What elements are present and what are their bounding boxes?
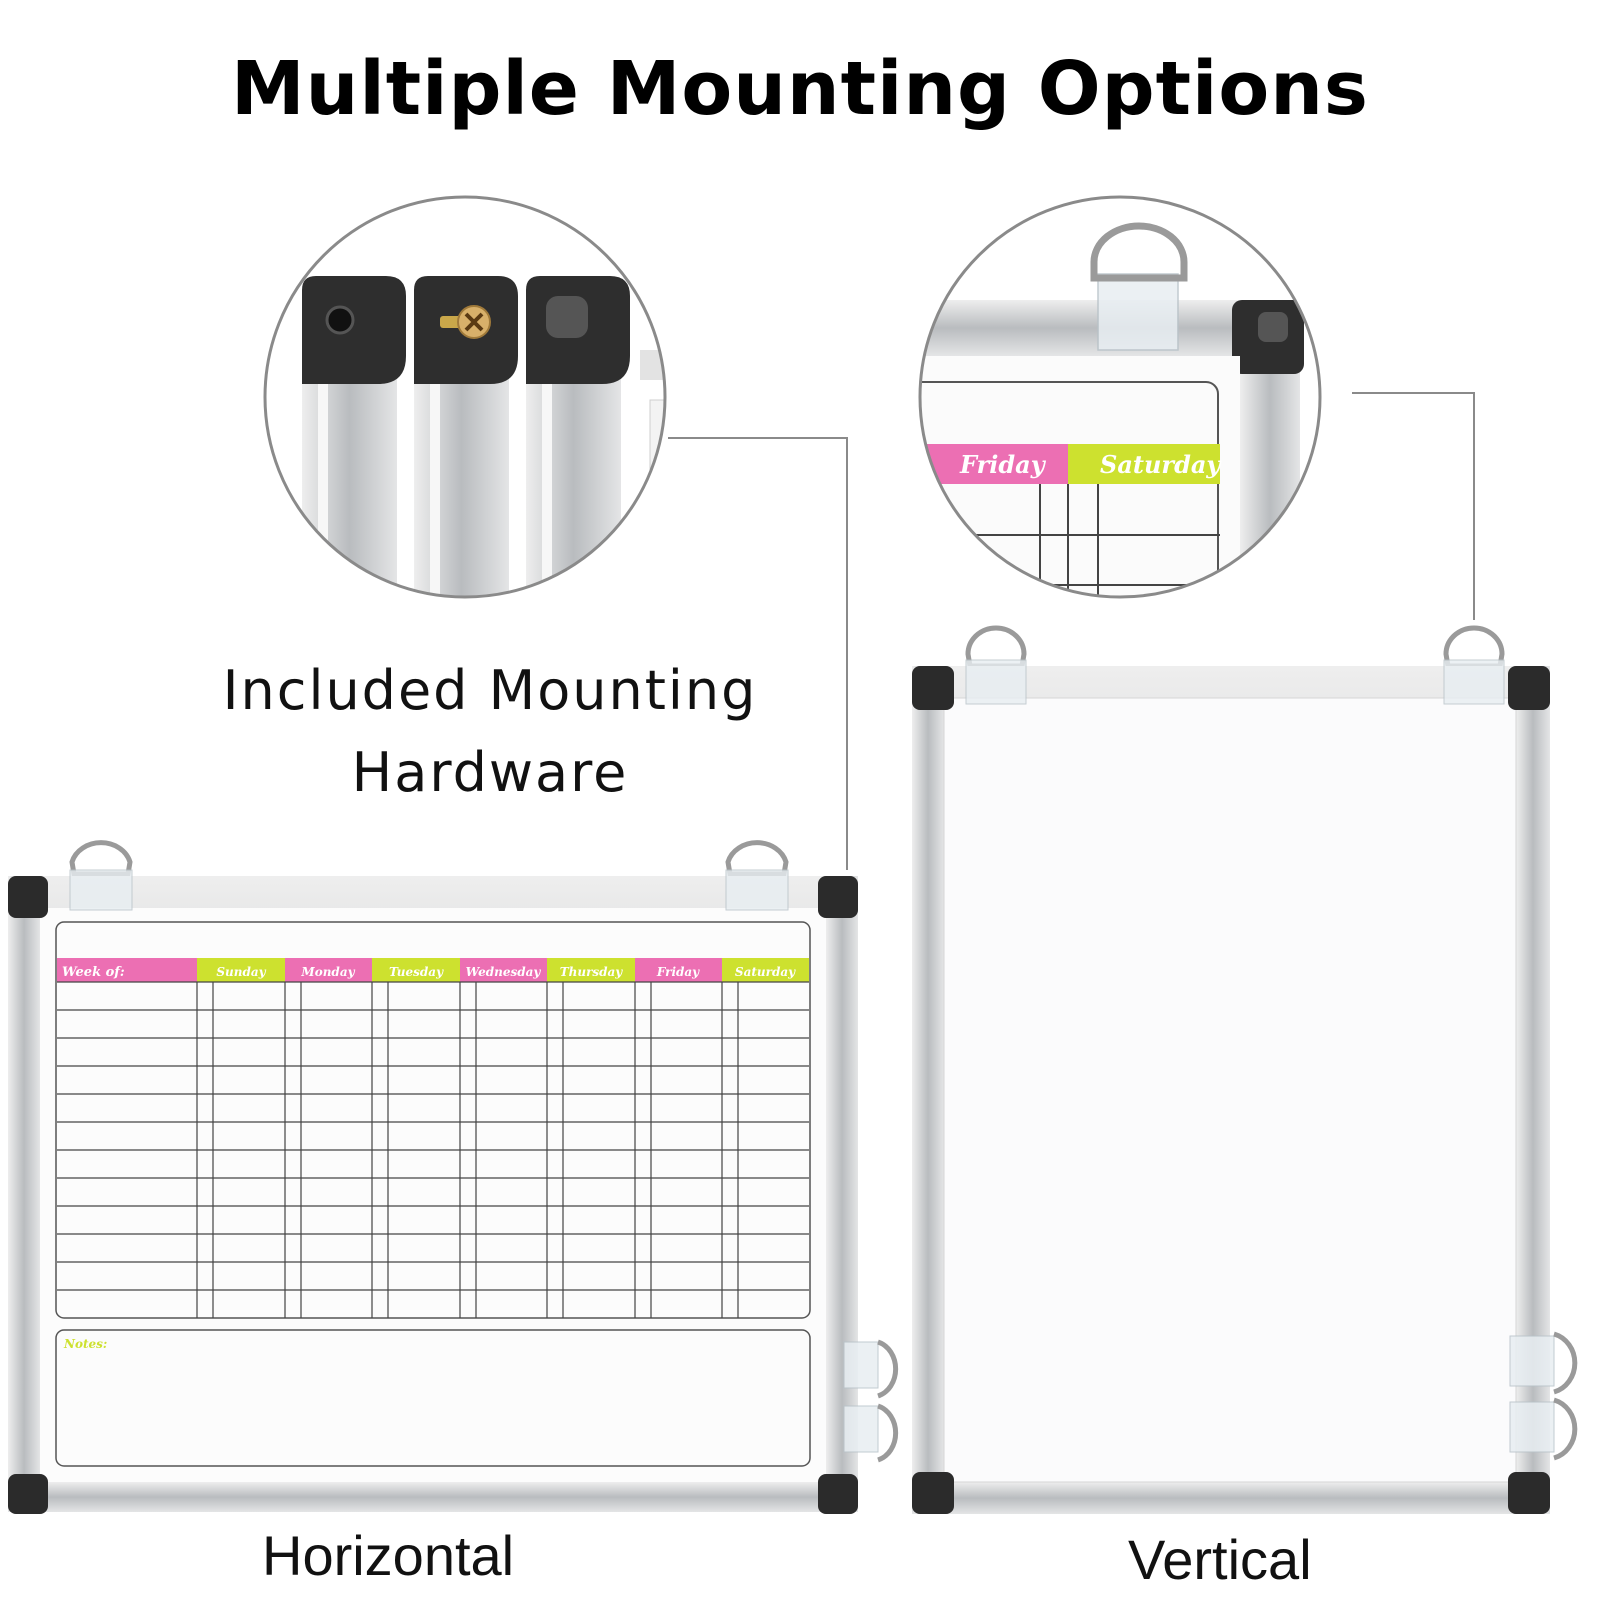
hanging-ring-icon: [877, 1339, 899, 1399]
planner-header-tuesday: Tuesday: [389, 965, 444, 979]
hanging-ring-icon: [1553, 1331, 1578, 1395]
corner-cap-icon: [1508, 666, 1550, 710]
corner-cap-icon: [818, 876, 858, 918]
callout-line-hardware: [668, 437, 848, 870]
zoom-circle-vertical: Friday Saturday: [918, 195, 1322, 599]
planner-header-thursday: Thursday: [560, 965, 624, 979]
corner-cap-icon: [818, 1474, 858, 1514]
zoom-header-saturday: Saturday: [1100, 450, 1222, 479]
corner-cap-icon: [546, 296, 588, 338]
corner-cap-icon: [912, 1472, 954, 1514]
screw-icon: [440, 305, 491, 339]
frame-corner-2: [414, 276, 518, 597]
planner-header-wednesday: Wednesday: [466, 965, 542, 979]
hanging-ring-icon: [1443, 625, 1505, 669]
caption-vertical: Vertical: [1128, 1528, 1312, 1591]
corner-cap-icon: [8, 1474, 48, 1514]
hanging-ring-icon: [965, 625, 1027, 669]
frame-corner-3: [526, 276, 630, 597]
planner-header-sunday: Sunday: [216, 965, 266, 979]
corner-cap-icon: [912, 666, 954, 710]
corner-cap-icon: [1508, 1472, 1550, 1514]
planner-week-label: Week of:: [62, 965, 125, 980]
callout-line-vertical: [1352, 392, 1475, 620]
horizontal-whiteboard: Week of: Sunday Monday Tuesday Wednesday…: [8, 840, 899, 1514]
planner-notes-label: Notes:: [63, 1337, 107, 1351]
hanging-ring-icon: [725, 840, 789, 877]
caption-horizontal: Horizontal: [262, 1524, 515, 1587]
hanging-ring-icon: [877, 1403, 899, 1463]
planner-header-friday: Friday: [656, 965, 700, 979]
planner-header-monday: Monday: [300, 965, 355, 979]
page-title: Multiple Mounting Options: [231, 46, 1369, 132]
frame-corner-1: [302, 276, 406, 597]
hanging-ring-icon: [69, 840, 133, 877]
hanging-ring-icon: [1090, 222, 1188, 282]
weekly-planner: Week of: Sunday Monday Tuesday Wednesday…: [55, 921, 811, 1467]
zoom-circle-hardware: [263, 195, 667, 599]
caption-included-hardware: Included Mounting Hardware: [222, 659, 758, 804]
corner-cap-icon: [8, 876, 48, 918]
hanging-ring-icon: [1553, 1397, 1578, 1461]
zoom-header-friday: Friday: [959, 450, 1047, 479]
planner-header-saturday: Saturday: [735, 965, 796, 979]
vertical-whiteboard: [912, 625, 1578, 1514]
